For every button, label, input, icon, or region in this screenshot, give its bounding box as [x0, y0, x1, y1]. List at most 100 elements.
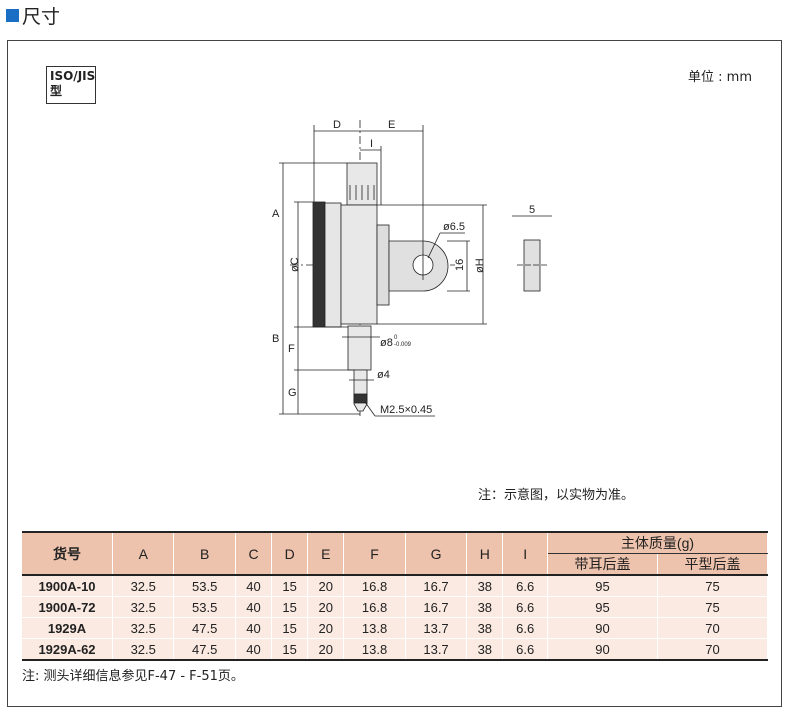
label-stem-tol-lower: -0.009: [394, 342, 412, 348]
cell-value: 20: [307, 638, 345, 661]
cell-value: 13.8: [343, 617, 406, 639]
bezel-knurl: [312, 201, 326, 328]
label-side-width: 5: [529, 204, 535, 216]
cell-value: 70: [657, 638, 768, 661]
label-F: F: [288, 343, 295, 355]
cell-value: 32.5: [111, 596, 175, 618]
table-note: 注: 测头详细信息参见F-47 - F-51页。: [22, 669, 244, 684]
cell-value: 32.5: [111, 574, 175, 597]
col-header-D: D: [271, 531, 309, 576]
cell-value: 6.6: [502, 638, 548, 661]
cell-value: 15: [271, 638, 309, 661]
cell-value: 40: [234, 617, 273, 639]
cell-model: 1900A-72: [22, 596, 113, 618]
label-thread: M2.5×0.45: [380, 404, 432, 416]
side-view: [523, 239, 541, 292]
bezel: [324, 202, 342, 328]
col-header-H: H: [466, 531, 504, 576]
body: [340, 204, 378, 325]
label-stem-tol-upper: 0: [394, 335, 398, 341]
section-title-text: 尺寸: [22, 6, 61, 28]
col-header-F: F: [343, 531, 406, 576]
cell-value: 40: [234, 574, 273, 597]
iso-line1: ISO/JIS: [50, 69, 96, 83]
cell-value: 13.7: [404, 617, 468, 639]
cell-value: 90: [547, 617, 658, 639]
back-hub: [376, 224, 390, 306]
label-A: A: [272, 208, 280, 220]
stem: [347, 325, 372, 371]
cell-value: 47.5: [173, 617, 236, 639]
col-header-E: E: [307, 531, 345, 576]
cell-value: 53.5: [173, 574, 236, 597]
label-tip: ø4: [377, 369, 390, 381]
col-header-A: A: [111, 531, 175, 576]
cell-model: 1929A: [22, 617, 113, 639]
dimension-lines: [279, 125, 487, 417]
label-D: D: [333, 119, 341, 131]
label-hole: ø6.5: [443, 221, 465, 233]
cell-value: 95: [547, 574, 658, 597]
col-header-mass-lug: 带耳后盖: [547, 553, 658, 576]
spindle: [353, 369, 368, 412]
label-lug-height: 16: [454, 259, 466, 271]
cell-value: 70: [657, 617, 768, 639]
cell-model: 1900A-10: [22, 574, 113, 597]
unit-label: 单位 : mm: [688, 70, 752, 85]
cell-value: 47.5: [173, 638, 236, 661]
cell-value: 6.6: [502, 596, 548, 618]
cell-value: 40: [234, 596, 273, 618]
cell-value: 16.7: [404, 596, 468, 618]
spec-table: 货号 A B C D E F G H I 主体质量(g) 带耳后盖 平型后盖 1…: [22, 531, 768, 661]
label-B: B: [272, 333, 279, 345]
label-stem: ø8: [380, 337, 393, 349]
cell-value: 38: [466, 638, 504, 661]
cell-value: 16.8: [343, 574, 406, 597]
col-header-B: B: [173, 531, 236, 576]
cell-value: 15: [271, 596, 309, 618]
col-header-G: G: [404, 531, 468, 576]
cell-value: 15: [271, 574, 309, 597]
label-G: G: [288, 387, 297, 399]
cell-value: 90: [547, 638, 658, 661]
iso-line2: 型: [50, 84, 63, 98]
cell-value: 13.7: [404, 638, 468, 661]
cell-value: 16.7: [404, 574, 468, 597]
col-header-C: C: [234, 531, 273, 576]
cell-value: 20: [307, 574, 345, 597]
col-header-mass: 主体质量(g): [547, 531, 768, 554]
cell-value: 15: [271, 617, 309, 639]
cell-value: 53.5: [173, 596, 236, 618]
cell-value: 38: [466, 596, 504, 618]
cell-value: 32.5: [111, 617, 175, 639]
cell-value: 38: [466, 617, 504, 639]
label-H: øH: [474, 258, 486, 273]
contact-point: [353, 393, 368, 404]
drawing-note: 注：示意图，以实物为准。: [478, 488, 635, 503]
cell-value: 16.8: [343, 596, 406, 618]
cell-value: 6.6: [502, 617, 548, 639]
cell-value: 75: [657, 596, 768, 618]
blue-square-icon: [6, 9, 19, 22]
cell-value: 32.5: [111, 638, 175, 661]
cell-value: 13.8: [343, 638, 406, 661]
section-title: 尺寸: [6, 2, 60, 29]
label-E: E: [388, 119, 395, 131]
col-header-model: 货号: [22, 531, 113, 576]
drawing-frame: [7, 40, 782, 707]
cell-model: 1929A-62: [22, 638, 113, 661]
cell-value: 95: [547, 596, 658, 618]
col-header-I: I: [502, 531, 548, 576]
cell-value: 38: [466, 574, 504, 597]
cell-value: 75: [657, 574, 768, 597]
col-header-mass-flat: 平型后盖: [657, 553, 768, 576]
crown-knurl: [349, 185, 375, 200]
label-I: I: [370, 138, 373, 150]
cell-value: 20: [307, 617, 345, 639]
label-C: øC: [289, 257, 301, 272]
